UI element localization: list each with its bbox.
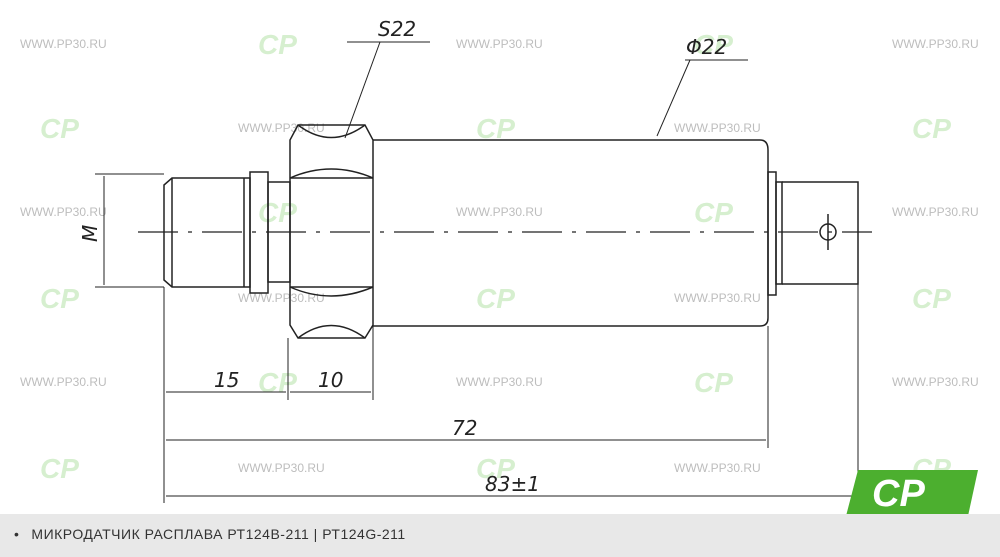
watermark-logo: CP (694, 197, 733, 228)
watermark-site: WWW.PP30.RU (892, 205, 979, 219)
watermark-site: WWW.PP30.RU (456, 375, 543, 389)
watermark-logo: CP (40, 113, 79, 144)
watermark-logo: CP (476, 453, 515, 484)
hex-length-label: 10 (318, 368, 343, 392)
watermark-logo: CP (694, 367, 733, 398)
watermark-site: WWW.PP30.RU (238, 291, 325, 305)
hex-size-label: S22 (378, 17, 416, 41)
watermark-site: WWW.PP30.RU (20, 37, 107, 51)
watermark-site: WWW.PP30.RU (674, 461, 761, 475)
watermark-site: WWW.PP30.RU (674, 291, 761, 305)
watermark-logo: CP (912, 283, 951, 314)
watermark-site: WWW.PP30.RU (238, 461, 325, 475)
technical-drawing: WWW.PP30.RU CP WWW.PP30.RU CP WWW.PP30.RU CP W… (20, 17, 979, 514)
watermark-site: WWW.PP30.RU (892, 375, 979, 389)
watermark-site: WWW.PP30.RU (674, 121, 761, 135)
hex-nut (289, 124, 374, 339)
watermark-logo: CP (258, 29, 297, 60)
watermark-site: WWW.PP30.RU (892, 37, 979, 51)
body-diameter-label: Φ22 (686, 35, 727, 59)
watermark-logo: CP (694, 29, 733, 60)
sensor-body (373, 139, 859, 327)
total-length-label: 83±1 (485, 472, 540, 496)
watermark-logo: CP (912, 113, 951, 144)
caption-bullet: • (14, 526, 20, 542)
watermark-site: WWW.PP30.RU (20, 375, 107, 389)
thread-section (163, 171, 291, 294)
sensor-length-label: 72 (452, 416, 477, 440)
thread-length-label: 15 (214, 368, 239, 392)
watermark-site: WWW.PP30.RU (456, 205, 543, 219)
brand-logo: CP (846, 470, 978, 514)
thread-label: M (78, 225, 102, 242)
watermark-layer: WWW.PP30.RU CP WWW.PP30.RU CP WWW.PP30.RU CP W… (20, 29, 979, 484)
watermark-logo: CP (258, 367, 297, 398)
product-caption: • МИКРОДАТЧИК РАСПЛАВА РТ124В-211 | РТ124… (14, 526, 406, 542)
watermark-site: WWW.PP30.RU (20, 205, 107, 219)
watermark-logo: CP (476, 113, 515, 144)
caption-text: МИКРОДАТЧИК РАСПЛАВА РТ124В-211 | РТ124G… (31, 526, 406, 542)
dimension-lines (95, 41, 859, 503)
watermark-logo: CP (40, 283, 79, 314)
watermark-logo: CP (476, 283, 515, 314)
watermark-logo: CP (258, 197, 297, 228)
brand-logo-text: CP (872, 473, 925, 514)
caption-bar: • МИКРОДАТЧИК РАСПЛАВА РТ124В-211 | РТ124… (0, 514, 1000, 557)
watermark-site: WWW.PP30.RU (456, 37, 543, 51)
watermark-logo: CP (40, 453, 79, 484)
